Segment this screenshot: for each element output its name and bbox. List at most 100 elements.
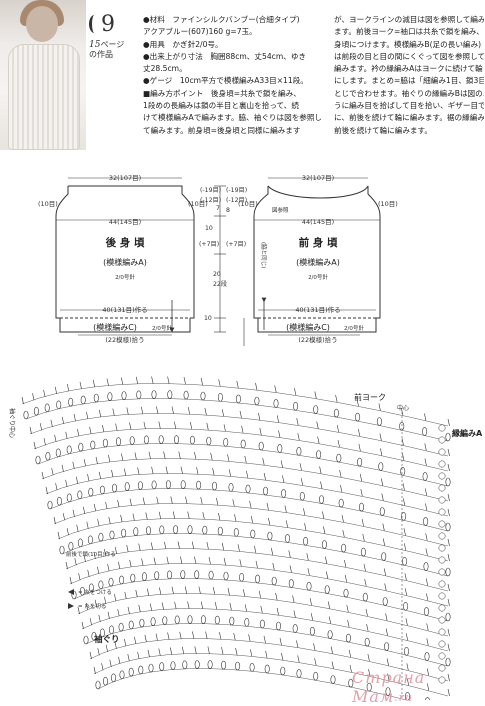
stitch-dc: [32, 393, 35, 401]
stitch-dc: [158, 511, 161, 519]
stitch-dc: [281, 652, 284, 661]
stitch-cluster: [313, 671, 319, 681]
stitch-dc: [402, 453, 405, 461]
stitch-cluster: [202, 525, 208, 535]
stitch-cluster: [119, 670, 125, 680]
stitch-dc: [401, 408, 404, 416]
stitch-cluster: [280, 666, 286, 676]
row-number-marker: [438, 484, 446, 492]
stitch-dc: [221, 647, 224, 655]
stitch-dc: [87, 569, 90, 577]
stitch-cluster: [121, 391, 127, 400]
stitch-dc: [314, 658, 317, 666]
stitch-dc: [218, 379, 221, 387]
stitch-cluster: [223, 437, 229, 447]
stitch-cluster: [378, 462, 384, 471]
stitch-dc: [115, 423, 118, 431]
row-number-marker: [438, 604, 446, 612]
stitch-dc: [135, 376, 138, 384]
stitch-dc: [216, 497, 219, 506]
stitch-dc: [307, 568, 310, 576]
stitch-cluster: [229, 616, 235, 626]
stitch-dc: [102, 424, 105, 433]
stitch-dc: [202, 512, 205, 520]
stitch-dc: [239, 410, 242, 418]
stitch-cluster: [99, 628, 105, 638]
stitch-dc: [127, 654, 130, 662]
stitch-cluster: [348, 678, 354, 688]
stitch-cluster: [55, 448, 61, 458]
stitch-cluster: [187, 615, 193, 624]
stitch-dc: [383, 568, 386, 576]
stitch-dc: [182, 646, 185, 654]
stitch-dc: [117, 499, 120, 508]
stitch-dc: [309, 598, 312, 606]
stitch-cluster: [277, 444, 283, 453]
stitch-dc: [306, 553, 309, 561]
stitch-dc: [244, 455, 247, 463]
stitch-dc: [212, 467, 215, 476]
front-note: 図参照: [272, 206, 289, 214]
stitch-dc: [108, 516, 111, 524]
front-hem-repeat: (22模様)拾う: [298, 335, 337, 344]
stitch-cluster: [109, 530, 115, 540]
stitch-cluster: [159, 662, 165, 671]
yoke-armhole-label: 袖ぐり: [93, 634, 120, 645]
stitch-cluster: [47, 500, 53, 510]
stitch-cluster: [245, 484, 251, 494]
stitch-dc: [325, 556, 328, 564]
stitch-dc: [137, 651, 140, 659]
stitch-dc: [424, 458, 427, 466]
row-number-marker: [438, 592, 446, 600]
stitch-dc: [57, 531, 60, 540]
stitch-dc: [184, 586, 187, 594]
stitch-dc: [426, 638, 429, 646]
stitch-cluster: [143, 435, 149, 445]
stitch-cluster: [445, 657, 451, 667]
stitch-cluster: [255, 574, 261, 584]
chart-row: [49, 488, 449, 532]
back-hem-hook: 2/0号針: [152, 324, 172, 332]
stitch-dc: [121, 377, 124, 385]
stitch-dc: [234, 514, 237, 522]
stitch-dc: [272, 562, 275, 571]
stitch-dc: [268, 517, 271, 526]
stitch-cluster: [23, 410, 29, 420]
stitch-cluster: [80, 395, 86, 405]
stitch-cluster: [112, 483, 118, 493]
text-line: 身頃につけます。模様編みB(足の長い編み): [334, 39, 482, 49]
stitch-cluster: [275, 621, 281, 631]
stitch-cluster: [343, 588, 349, 598]
stitch-dc: [300, 478, 303, 486]
stitch-cluster: [68, 397, 74, 407]
stitch-dc: [41, 471, 44, 480]
stitch-cluster: [208, 570, 214, 580]
stitch-dc: [250, 649, 253, 657]
stitch-dc: [265, 650, 268, 658]
stitch-dc: [447, 628, 450, 637]
stitch-cluster: [235, 661, 241, 671]
stitch-cluster: [44, 403, 50, 413]
stitch-dc: [250, 515, 253, 523]
stitch-dc: [278, 430, 281, 438]
stitch-dc: [406, 678, 409, 686]
stitch-dc: [156, 496, 159, 504]
stitch-dc: [426, 668, 429, 676]
stitch-cluster: [90, 440, 96, 450]
stitch-dc: [170, 496, 173, 504]
stitch-cluster: [292, 624, 298, 633]
stitch-dc: [229, 602, 232, 611]
stitch-dc: [275, 592, 278, 601]
stitch-dc: [54, 434, 57, 442]
stitch-cluster: [159, 525, 165, 535]
stitch-cluster: [341, 543, 347, 553]
stitch-cluster: [258, 441, 264, 451]
stitch-dc: [367, 654, 370, 662]
stitch-cluster: [174, 615, 180, 625]
stitch-cluster: [366, 682, 372, 692]
stitch-dc: [347, 620, 350, 628]
measure-10b: 10: [204, 315, 212, 322]
stitch-dc: [101, 663, 104, 671]
stitch-cluster: [148, 663, 154, 673]
text-line: 1段めの長編みは鎖の半目と裏山を拾って、続: [143, 101, 299, 111]
